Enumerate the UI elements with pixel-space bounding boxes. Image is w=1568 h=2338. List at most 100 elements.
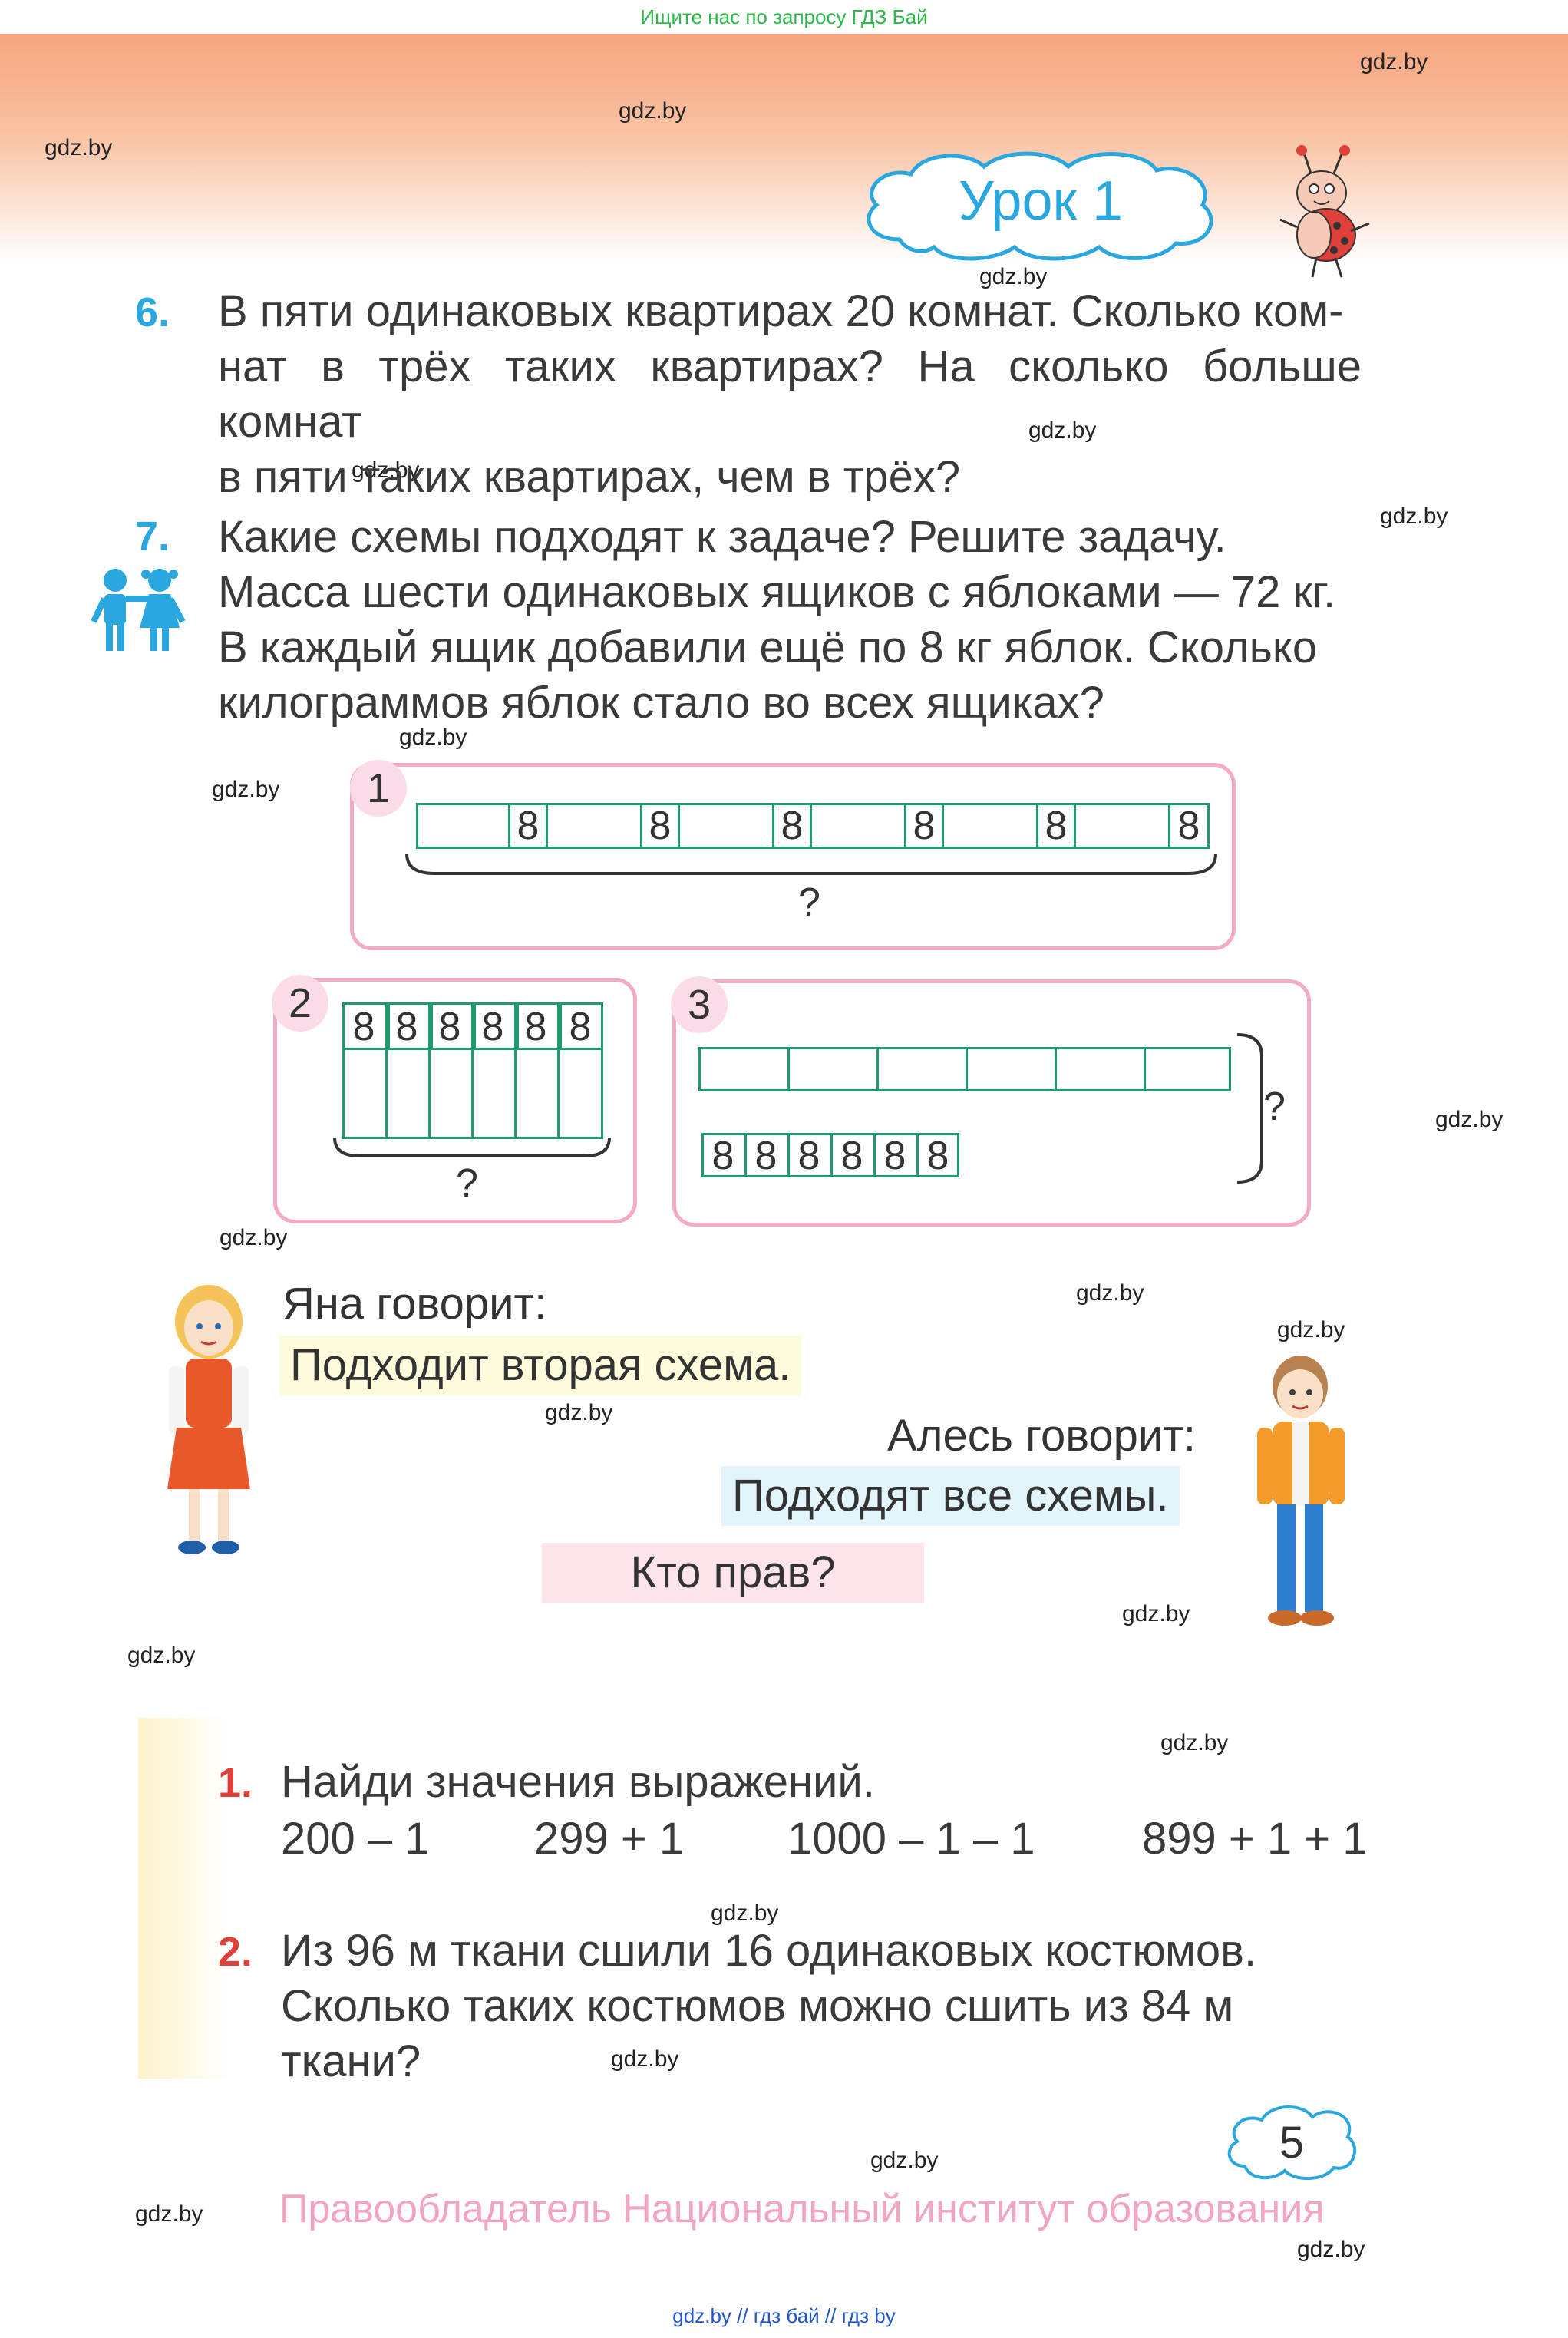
scheme-3-question: ?	[1263, 1085, 1286, 1129]
who-is-right: Кто прав?	[542, 1543, 924, 1603]
scheme-3-top-bar	[698, 1047, 1231, 1091]
task-6-line: в пяти таких квартирах, чем в трёх?	[218, 452, 961, 502]
page-number-cloud	[1227, 2105, 1356, 2181]
scheme-1-digit: 8	[1045, 804, 1068, 848]
scheme-2-divider	[385, 1002, 390, 1050]
yana-says-label: Яна говорит:	[282, 1279, 547, 1329]
watermark: gdz.by	[611, 2046, 679, 2072]
scheme-3-digit: 8	[883, 1134, 906, 1178]
scheme-1-bar: 8 8 8 8 8 8	[416, 803, 1210, 849]
hw-2-number: 2.	[218, 1929, 253, 1975]
scheme-1-cell	[1168, 803, 1210, 849]
boy-ales-illustration	[1257, 1356, 1345, 1626]
page-number: 5	[1279, 2118, 1305, 2168]
scheme-1-digit: 8	[517, 804, 540, 848]
scheme-3-digit: 8	[926, 1134, 949, 1178]
yana-quote: Подходит вторая схема.	[279, 1336, 802, 1395]
lesson-title: Урок 1	[958, 170, 1124, 232]
scheme-1-brace	[405, 853, 1217, 875]
scheme-2-grid: 8 8 8 8 8 8	[342, 1002, 603, 1139]
watermark: gdz.by	[545, 1400, 613, 1425]
hw-1-expression: 299 + 1	[534, 1814, 685, 1864]
watermark: gdz.by	[1380, 504, 1448, 529]
scheme-1-question: ?	[798, 880, 820, 925]
watermark: gdz.by	[1297, 2237, 1365, 2262]
scheme-1-digit: 8	[913, 804, 936, 848]
scheme-3-bottom-bar: 8 8 8 8 8 8	[701, 1133, 959, 1178]
hw-2-line: Сколько таких костюмов можно сшить из 84…	[281, 1981, 1234, 2031]
watermark: gdz.by	[1076, 1280, 1144, 1306]
watermark: gdz.by	[1360, 49, 1428, 74]
scheme-2-cell	[428, 1048, 474, 1139]
task-6-line: В пяти одинаковых квартирах 20 комнат. С…	[218, 286, 1344, 336]
scheme-1-number: 1	[350, 760, 407, 817]
task-6-number: 6.	[135, 289, 170, 335]
watermark: gdz.by	[220, 1225, 288, 1250]
scheme-2-divider	[428, 1002, 433, 1050]
watermark: gdz.by	[212, 777, 280, 802]
scheme-3-brace	[1236, 1033, 1263, 1184]
scheme-3-cell	[787, 1047, 879, 1091]
ales-says-label: Алесь говорит:	[887, 1411, 1197, 1461]
scheme-1-cell	[640, 803, 680, 849]
hw-1-expression: 899 + 1 + 1	[1142, 1814, 1368, 1864]
pair-work-icon	[91, 569, 186, 651]
scheme-3-cell	[1144, 1047, 1231, 1091]
task-7-line: Масса шести одинаковых ящиков с яблоками…	[218, 567, 1336, 617]
scheme-1-cell	[904, 803, 944, 849]
scheme-2-cell	[514, 1048, 560, 1139]
top-banner[interactable]: Ищите нас по запросу ГДЗ Бай	[0, 0, 1568, 34]
scheme-2-digit: 8	[395, 1005, 418, 1049]
watermark: gdz.by	[1028, 418, 1097, 443]
hw-1-expression: 200 – 1	[281, 1814, 430, 1864]
watermark: gdz.by	[135, 2201, 203, 2227]
scheme-2-digit: 8	[524, 1005, 547, 1049]
task-7-number: 7.	[135, 514, 170, 560]
rights-footer: Правообладатель Национальный институт об…	[279, 2187, 1325, 2231]
task-7-line: В каждый ящик добавили ещё по 8 кг яблок…	[218, 622, 1318, 672]
watermark: gdz.by	[1122, 1601, 1190, 1626]
scheme-3-digit: 8	[840, 1134, 863, 1178]
hw-2-line: Из 96 м ткани сшили 16 одинаковых костюм…	[281, 1926, 1257, 1976]
scheme-2-cell	[471, 1048, 517, 1139]
scheme-1-digit: 8	[649, 804, 672, 848]
hw-1-text: Найди значения выражений.	[281, 1757, 875, 1807]
scheme-3-cell	[698, 1047, 790, 1091]
task-7-text: Какие схемы подходят к задаче? Решите за…	[218, 510, 1362, 731]
watermark: gdz.by	[352, 457, 420, 483]
scheme-3-cell	[1055, 1047, 1146, 1091]
scheme-1-cell	[508, 803, 548, 849]
scheme-2-divider	[471, 1002, 476, 1050]
hw-2-text: Из 96 м ткани сшили 16 одинаковых костюм…	[281, 1924, 1362, 2089]
bottom-links[interactable]: gdz.by // гдз бай // гдз by	[672, 2304, 896, 2327]
scheme-2-digit: 8	[481, 1005, 504, 1049]
homework-frame	[135, 1715, 763, 2082]
scheme-2-digit: 8	[569, 1005, 592, 1049]
scheme-1-digit: 8	[781, 804, 804, 848]
watermark: gdz.by	[711, 1900, 779, 1926]
scheme-3-digit: 8	[797, 1134, 820, 1178]
scheme-3-cell	[966, 1047, 1057, 1091]
scheme-2-number: 2	[272, 975, 328, 1032]
scheme-2-digit: 8	[352, 1005, 375, 1049]
hw-2-line: ткани?	[281, 2036, 421, 2086]
task-7-line: килограммов яблок стало во всех ящиках?	[218, 678, 1104, 728]
girl-yana-illustration	[167, 1285, 250, 1554]
watermark: gdz.by	[979, 264, 1048, 289]
scheme-3-box	[672, 979, 1311, 1227]
scheme-2-cell	[557, 1048, 603, 1139]
ladybug-icon	[1279, 145, 1370, 278]
hw-1-expression: 1000 – 1 – 1	[787, 1814, 1035, 1864]
scheme-1-cell	[772, 803, 812, 849]
watermark: gdz.by	[127, 1643, 196, 1668]
watermark: gdz.by	[1435, 1107, 1504, 1132]
scheme-2-divider	[557, 1002, 562, 1050]
scheme-3-cell	[876, 1047, 968, 1091]
watermark: gdz.by	[1277, 1317, 1345, 1342]
scheme-3-digit: 8	[754, 1134, 777, 1178]
watermark: gdz.by	[1160, 1730, 1229, 1755]
scheme-2-brace	[333, 1137, 611, 1157]
task-6-line: нат в трёх таких квартирах? На сколько б…	[218, 342, 1362, 447]
scheme-3-small-cell	[916, 1133, 959, 1177]
ales-quote: Подходят все схемы.	[721, 1466, 1180, 1526]
